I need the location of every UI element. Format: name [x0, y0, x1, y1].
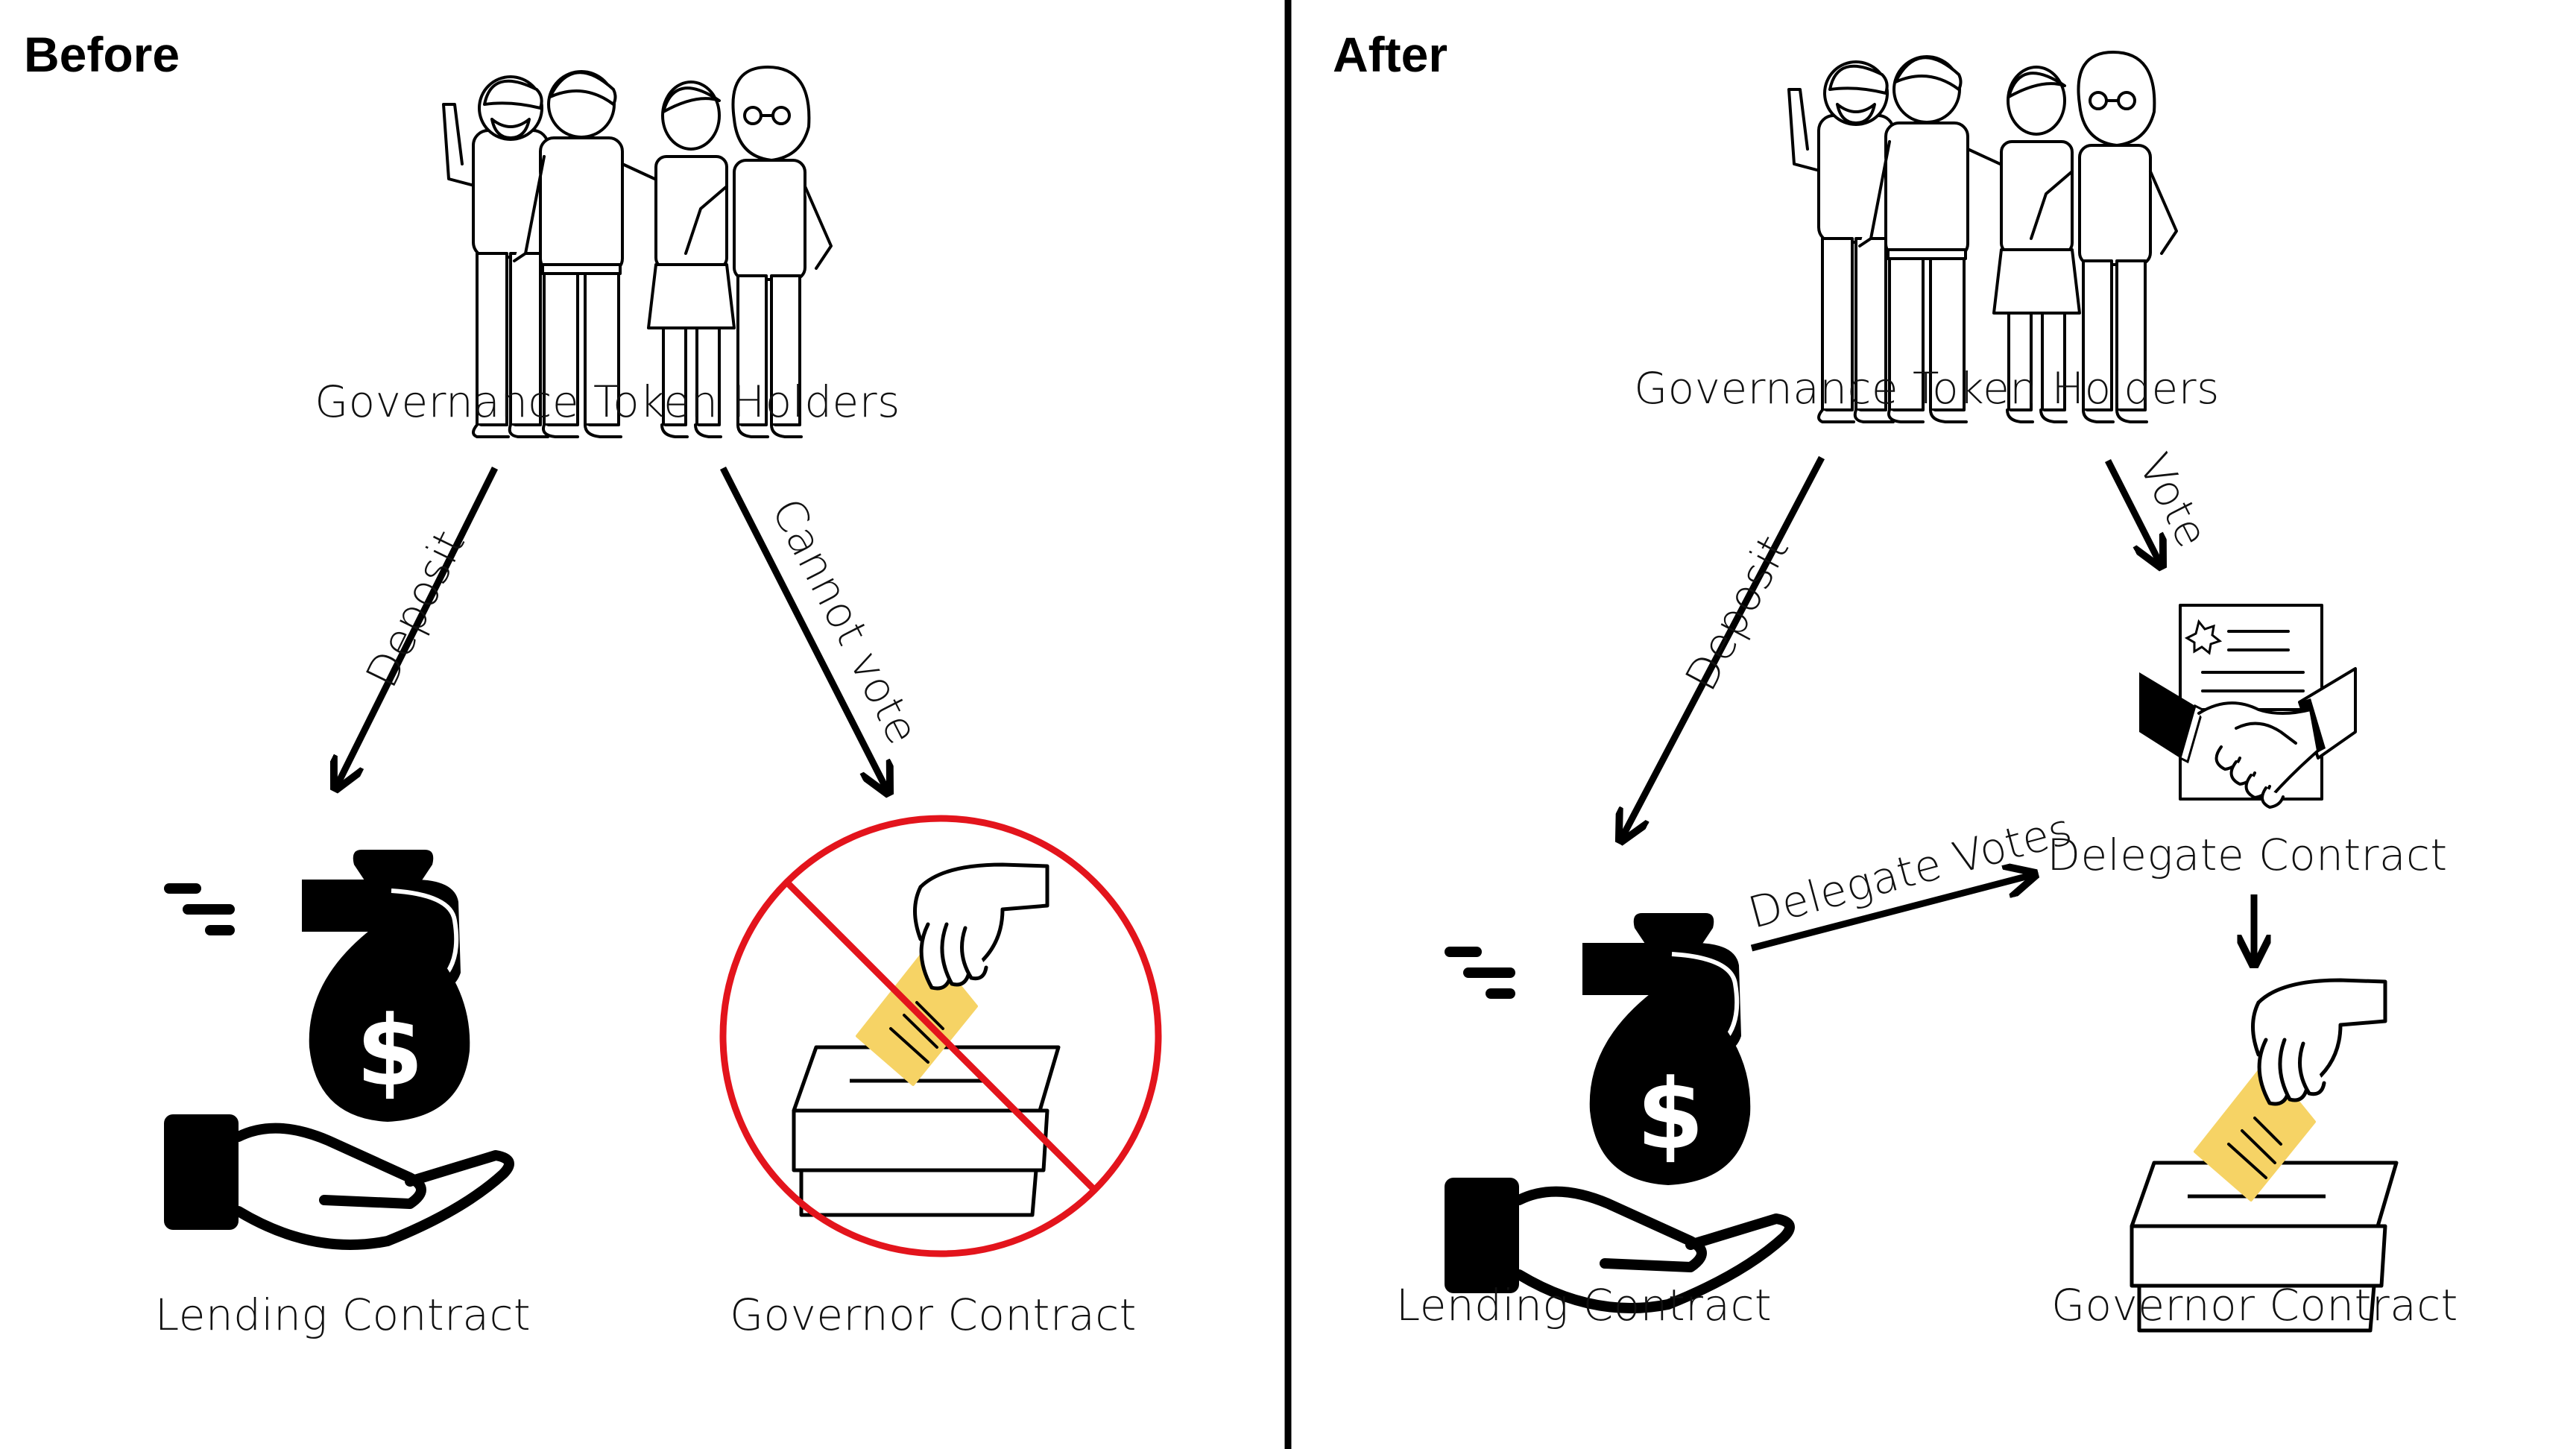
- before-title: Before: [24, 27, 180, 82]
- money-bag-icon-before: [164, 850, 509, 1245]
- ballot-box-icon-after: [2132, 980, 2396, 1330]
- money-bag-icon-after: [1445, 913, 1790, 1308]
- holders-label-after: Governance Token Holders: [1634, 363, 2220, 414]
- delegate-votes-arrow: [1750, 875, 2032, 952]
- vote-arrow: [2104, 458, 2160, 564]
- prohibition-icon: [719, 815, 1162, 1257]
- holders-label-before: Governance Token Holders: [315, 376, 900, 427]
- deposit-arrow-before: [337, 466, 499, 786]
- after-title: After: [1333, 27, 1448, 82]
- cannot-vote-arrow: [719, 466, 887, 790]
- ballot-box-icon-before: [794, 865, 1058, 1215]
- delegate-contract-label: Delegate Contract: [2047, 830, 2448, 880]
- deposit-arrow-after: [1622, 455, 1825, 838]
- lending-contract-label-before: Lending Contract: [154, 1289, 531, 1340]
- governor-contract-label-before: Governor Contract: [730, 1289, 1137, 1340]
- lending-contract-label-after: Lending Contract: [1395, 1280, 1772, 1330]
- governor-contract-label-after: Governor Contract: [2051, 1280, 2458, 1330]
- handshake-contract-icon: [2138, 604, 2357, 809]
